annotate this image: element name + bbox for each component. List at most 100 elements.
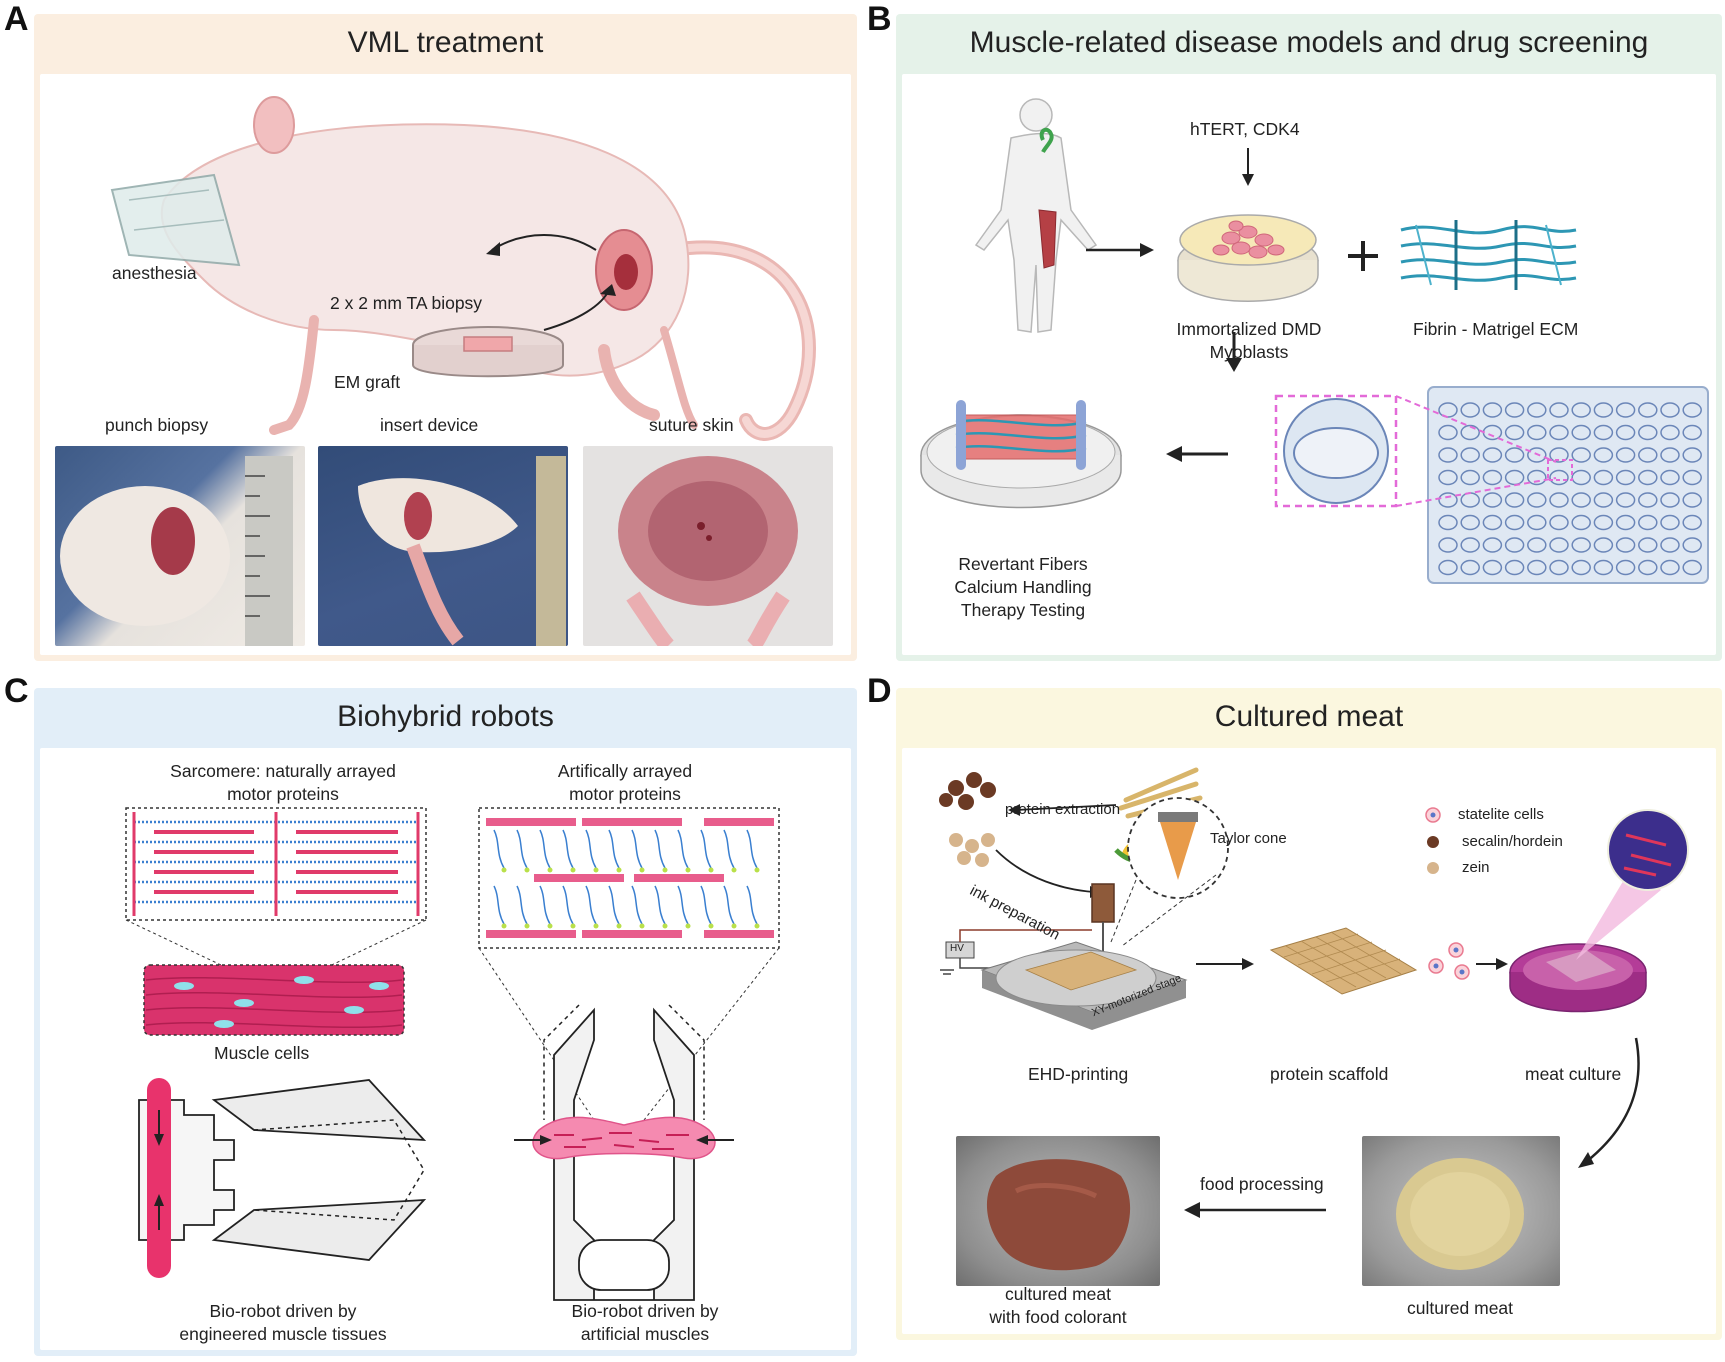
plate-well bbox=[1460, 559, 1480, 576]
gripper-artificial bbox=[553, 1007, 695, 1301]
plate-well bbox=[1660, 447, 1680, 463]
robot-eng-line-1: Bio-robot driven by bbox=[209, 1301, 357, 1321]
plate-well bbox=[1593, 424, 1614, 441]
plate-well bbox=[1482, 492, 1503, 508]
plate-well bbox=[1438, 469, 1458, 486]
plate-well bbox=[1460, 424, 1480, 441]
motor-head bbox=[570, 867, 576, 873]
ecm-label: Fibrin - Matrigel ECM bbox=[1413, 319, 1579, 339]
plate-well bbox=[1482, 469, 1503, 486]
motor-protein bbox=[631, 829, 643, 869]
plate-well bbox=[1660, 559, 1680, 576]
motor-head bbox=[501, 867, 507, 873]
motor-head bbox=[754, 923, 760, 929]
plate-well bbox=[1660, 492, 1680, 508]
panel-d-letter: D bbox=[867, 672, 892, 710]
sarcomere-label: Sarcomere: naturally arrayed motor prote… bbox=[148, 760, 418, 806]
motor-head bbox=[708, 923, 714, 929]
biopsy-label: 2 x 2 mm TA biopsy bbox=[330, 293, 483, 313]
motor-protein bbox=[677, 829, 689, 869]
artificial-filament bbox=[486, 930, 576, 938]
colored-meat-line-1: cultured meat bbox=[1004, 1284, 1112, 1304]
colored-meat-label: cultured meat with food colorant bbox=[968, 1283, 1148, 1329]
protein-extraction-label: protein extraction bbox=[1005, 801, 1121, 818]
myoblasts-line-2: Myoblasts bbox=[1209, 342, 1289, 362]
muscle-cells-label: Muscle cells bbox=[214, 1043, 310, 1063]
plate-well bbox=[1549, 514, 1569, 531]
ecm-fibers bbox=[1400, 220, 1577, 290]
motor-head bbox=[593, 923, 599, 929]
rat-illustration bbox=[110, 96, 816, 441]
plate-well bbox=[1638, 402, 1658, 418]
motor-protein bbox=[677, 885, 689, 925]
myoblasts-label: Immortalized DMD Myoblasts bbox=[1163, 318, 1335, 364]
plate-well bbox=[1571, 447, 1591, 463]
plate-well bbox=[1615, 424, 1636, 441]
panel-a-letter: A bbox=[4, 0, 29, 38]
artificial-filament bbox=[486, 818, 576, 826]
robot-art-line-2: artificial muscles bbox=[580, 1324, 710, 1344]
motor-protein bbox=[539, 829, 551, 869]
plate-well bbox=[1682, 447, 1702, 463]
motor-head bbox=[754, 867, 760, 873]
motor-protein bbox=[746, 829, 758, 869]
artificial-filament bbox=[582, 818, 682, 826]
plate-well bbox=[1438, 537, 1458, 553]
motor-head bbox=[616, 867, 622, 873]
photo-suture-skin bbox=[583, 446, 833, 646]
plate-well bbox=[1638, 447, 1658, 463]
motor-protein bbox=[723, 829, 735, 869]
myoblasts-line-1: Immortalized DMD bbox=[1176, 319, 1322, 339]
sarcomere-line-2: motor proteins bbox=[227, 784, 339, 804]
motor-protein bbox=[516, 885, 528, 925]
plate-well bbox=[1571, 469, 1591, 486]
plate-well bbox=[1638, 537, 1658, 553]
plate-well bbox=[1549, 537, 1569, 553]
well-plate bbox=[1427, 386, 1709, 584]
gripper-engineered bbox=[138, 1079, 427, 1261]
plate-well bbox=[1527, 492, 1547, 508]
plate-well bbox=[1527, 469, 1547, 486]
plate-well bbox=[1571, 537, 1591, 553]
plate-well bbox=[1460, 402, 1480, 418]
robot-engineered-label: Bio-robot driven by engineered muscle ti… bbox=[148, 1300, 418, 1346]
legend-secalin-label: secalin/hordein bbox=[1462, 833, 1563, 850]
food-processing-label: food processing bbox=[1200, 1174, 1324, 1194]
panel-c-title: Biohybrid robots bbox=[337, 700, 554, 733]
plate-well bbox=[1682, 402, 1702, 418]
plate-well bbox=[1638, 492, 1658, 508]
genes-label: hTERT, CDK4 bbox=[1190, 119, 1300, 139]
plate-well bbox=[1460, 469, 1480, 486]
plate-well bbox=[1615, 537, 1636, 553]
punch-label: punch biopsy bbox=[105, 415, 209, 435]
panel-d-title: Cultured meat bbox=[1214, 700, 1404, 733]
plate-well bbox=[1504, 402, 1525, 418]
motor-head bbox=[685, 923, 691, 929]
plate-well bbox=[1482, 402, 1503, 418]
motor-protein bbox=[654, 885, 666, 925]
protein-scaffold-label: protein scaffold bbox=[1270, 1064, 1389, 1084]
outcome-line-2: Calcium Handling bbox=[954, 577, 1092, 597]
panel-d-illustration bbox=[939, 767, 1689, 1218]
plate-well bbox=[1682, 559, 1702, 576]
motor-protein bbox=[746, 885, 758, 925]
motor-head bbox=[547, 867, 553, 873]
plate-well bbox=[1527, 447, 1547, 463]
motor-protein bbox=[585, 885, 597, 925]
motor-protein bbox=[539, 885, 551, 925]
plate-well bbox=[1682, 424, 1702, 441]
outcome-line-1: Revertant Fibers bbox=[958, 554, 1088, 574]
suture-label: suture skin bbox=[649, 415, 734, 435]
artificial-filament bbox=[634, 874, 724, 882]
plate-well bbox=[1504, 537, 1525, 553]
plate-well bbox=[1638, 469, 1658, 486]
plate-well bbox=[1438, 447, 1458, 463]
plate-well bbox=[1615, 469, 1636, 486]
plate-well bbox=[1549, 492, 1569, 508]
photo-punch-biopsy bbox=[55, 446, 305, 646]
motor-protein bbox=[585, 829, 597, 869]
plate-well bbox=[1527, 424, 1547, 441]
motor-head bbox=[547, 923, 553, 929]
motor-protein bbox=[608, 885, 620, 925]
plate-well bbox=[1482, 537, 1503, 553]
